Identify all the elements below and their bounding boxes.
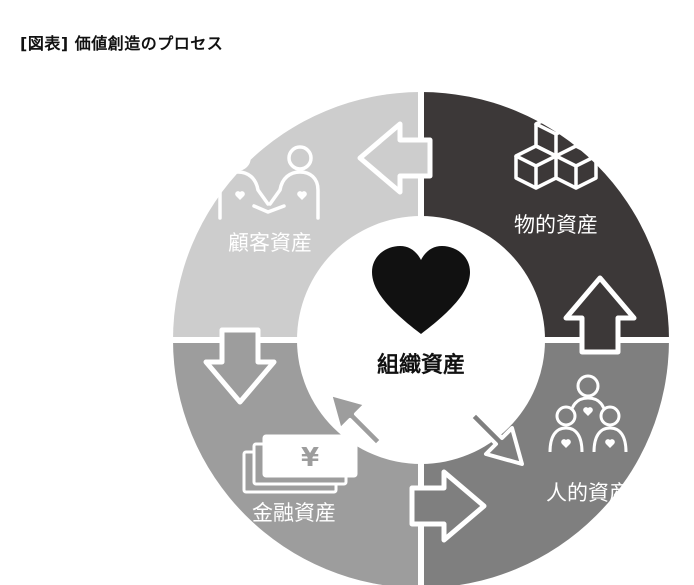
segment-label-financial: 金融資産 bbox=[252, 501, 336, 525]
handshake-people-icon bbox=[218, 145, 320, 220]
cubes-icon bbox=[514, 112, 598, 190]
arrow-financial-to-center-icon bbox=[328, 392, 384, 448]
arrow-to-customer-icon bbox=[357, 121, 433, 195]
people-group-icon bbox=[548, 374, 628, 453]
arrow-to-human-icon bbox=[409, 469, 487, 543]
heart-icon bbox=[372, 246, 470, 334]
segment-label-physical: 物的資産 bbox=[514, 213, 598, 237]
segment-label-human: 人的資産 bbox=[546, 481, 630, 505]
svg-text:¥: ¥ bbox=[301, 443, 319, 473]
center-label: 組織資産 bbox=[377, 352, 465, 378]
arrow-to-physical-icon bbox=[563, 275, 637, 355]
yen-bills-icon: ¥ bbox=[242, 434, 358, 494]
page-title: [図表] 価値創造のプロセス bbox=[20, 34, 224, 53]
arrow-to-financial-icon bbox=[203, 327, 277, 405]
segment-label-customer: 顧客資産 bbox=[228, 231, 312, 255]
arrow-center-to-human-icon bbox=[468, 410, 524, 466]
center-circle bbox=[297, 216, 545, 464]
